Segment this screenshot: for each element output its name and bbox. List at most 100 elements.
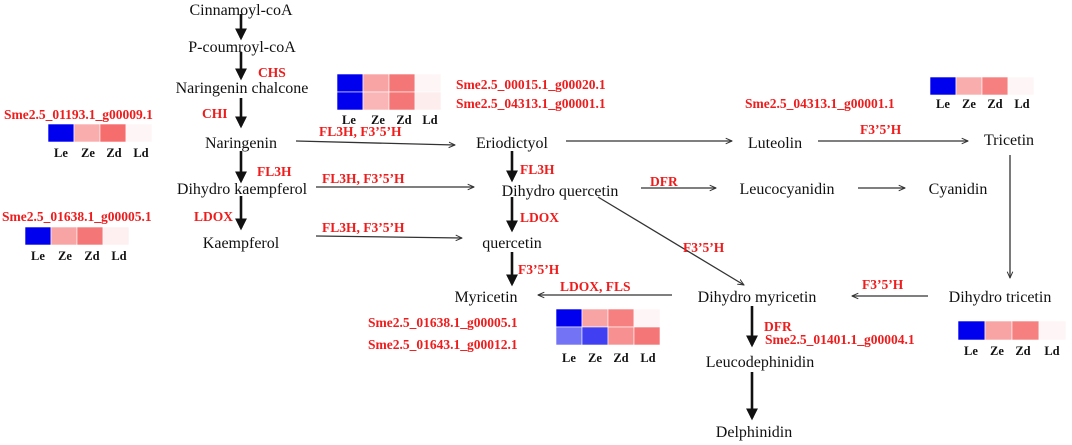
gene-01401: Sme2.5_01401.1_g00004.1 <box>765 332 915 347</box>
heatmap-col-label: Zd <box>1015 344 1030 358</box>
heatmap-cell-zd <box>607 326 635 346</box>
compounds: Cinnamoyl-coA P-coumroyl-coA Naringenin … <box>176 2 1052 441</box>
heatmap-cell-zd <box>981 76 1009 96</box>
compound-naringenin: Naringenin <box>205 135 277 152</box>
heatmap-col-label: Ze <box>371 113 385 127</box>
heatmap-cell-ze <box>362 73 390 93</box>
heatmap-col-label: Ld <box>1044 344 1059 358</box>
heatmap-cell-le <box>929 76 957 96</box>
gene-01638-bottom: Sme2.5_01638.1_g00005.1 <box>368 315 518 330</box>
enzyme-fl3h-left: FL3H <box>257 164 292 179</box>
heatmap-cell-ld <box>102 226 130 246</box>
heatmap-chs: Le Ze Zd Ld <box>336 73 442 127</box>
heatmap-cell-zd <box>607 308 635 328</box>
arrow-naringenin-to-eriodictyol <box>295 140 455 145</box>
enzyme-f35h-quercetin: F3’5’H <box>518 262 560 277</box>
enzyme-chi: CHI <box>202 106 228 121</box>
compound-leucodelphinidin: Leucodephinidin <box>706 354 814 371</box>
gene-01638-top: Sme2.5_01638.1_g00005.1 <box>2 209 152 224</box>
heatmap-col-label: Zd <box>84 249 99 263</box>
gene-04313-f35h: Sme2.5_04313.1_g00001.1 <box>745 96 895 111</box>
heatmap-chi-cells <box>47 123 153 143</box>
heatmap-cell-ze <box>73 123 101 143</box>
heatmap-cell-le <box>24 226 52 246</box>
gene-01193: Sme2.5_01193.1_g00009.1 <box>4 107 153 122</box>
heatmap-cell-ld <box>1038 320 1067 341</box>
heatmap-cell-zd <box>1011 320 1040 341</box>
compound-kaempferol: Kaempferol <box>203 235 280 252</box>
heatmap-cell-zd <box>388 91 416 111</box>
heatmap-cell-zd <box>388 73 416 93</box>
compound-cyanidin: Cyanidin <box>929 181 988 198</box>
compound-dihydro-quercetin: Dihydro quercetin <box>502 183 619 200</box>
heatmap-col-label: Ld <box>133 146 148 160</box>
compound-tricetin: Tricetin <box>984 132 1034 149</box>
compound-p-coumaroyl-coa: P-coumroyl-coA <box>188 39 296 56</box>
heatmap-cell-zd <box>76 226 104 246</box>
heatmap-cell-le <box>555 326 583 346</box>
gene-labels: Sme2.5_00015.1_g00020.1 Sme2.5_04313.1_g… <box>2 77 915 352</box>
heatmap-col-label: Le <box>54 146 68 160</box>
compound-dihydro-myricetin: Dihydro myricetin <box>698 289 817 306</box>
enzyme-ldox-left: LDOX <box>194 209 233 224</box>
heatmap-col-label: Le <box>936 97 950 111</box>
heatmap-cell-ze <box>50 226 78 246</box>
heatmap-cell-ze <box>581 308 609 328</box>
heatmap-col-label: Le <box>31 249 45 263</box>
enzyme-chs: CHS <box>258 65 286 80</box>
heatmap-col-label: Ze <box>81 146 95 160</box>
heatmap-ldox-fls: Le Ze Zd Ld <box>555 308 661 365</box>
heatmap-cell-ld <box>125 123 153 143</box>
heatmap-f35h-tricetin: Le Ze Zd Ld <box>929 76 1035 111</box>
arrow-kaempferol-to-quercetin <box>315 236 462 238</box>
heatmap-col-label: Ld <box>640 351 655 365</box>
heatmap-col-label: Ld <box>111 249 126 263</box>
heatmap-col-label: Le <box>342 113 356 127</box>
enzymes: CHS CHI FL3H FL3H, F3’5’H FL3H, F3’5’H F… <box>194 65 904 334</box>
heatmap-col-label: Le <box>562 351 576 365</box>
heatmap-ldox-top-cells <box>24 226 130 246</box>
enzyme-fl3h-f35h-2: FL3H, F3’5’H <box>322 171 405 186</box>
heatmap-cell-ld <box>633 308 661 328</box>
enzyme-dfr-top: DFR <box>650 174 678 189</box>
arrow-dihydroquercetin-to-dihydromyricetin <box>597 196 744 285</box>
heatmap-cell-ld <box>414 73 442 93</box>
enzyme-fl3h-f35h-1: FL3H, F3’5’H <box>319 124 402 139</box>
compound-myricetin: Myricetin <box>454 289 517 306</box>
heatmap-col-label: Ze <box>990 344 1004 358</box>
heatmap-cell-le <box>336 73 364 93</box>
heatmap-cell-ld <box>414 91 442 111</box>
compound-cinnamoyl-coa: Cinnamoyl-coA <box>189 2 293 19</box>
heatmap-cell-ze <box>984 320 1013 341</box>
heatmap-f35h-tricetin-cells <box>929 76 1035 96</box>
arrows <box>235 14 1010 421</box>
heatmap-cell-zd <box>99 123 127 143</box>
heatmap-ldox-top: Le Ze Zd Ld <box>24 226 130 263</box>
heatmap-cell-ze <box>362 91 390 111</box>
heatmap-col-label: Ze <box>58 249 72 263</box>
heatmap-cell-ld <box>633 326 661 346</box>
heatmap-cell-ld <box>1007 76 1035 96</box>
compound-luteolin: Luteolin <box>748 135 802 152</box>
compound-leucocyanidin: Leucocyanidin <box>739 181 834 198</box>
enzyme-ldox-fls: LDOX, FLS <box>560 279 631 294</box>
heatmap-col-label: Ld <box>422 113 437 127</box>
heatmap-col-label: Ld <box>1014 97 1029 111</box>
heatmap-dfr: Le Ze Zd Ld <box>957 320 1067 358</box>
enzyme-f35h-diag: F3’5’H <box>683 240 725 255</box>
compound-dihydro-tricetin: Dihydro tricetin <box>949 289 1052 306</box>
compound-naringenin-chalcone: Naringenin chalcone <box>176 80 309 97</box>
enzyme-f35h-dihydrotricetin: F3’5’H <box>862 277 904 292</box>
heatmap-col-label: Zd <box>987 97 1002 111</box>
enzyme-fl3h-mid: FL3H <box>520 162 555 177</box>
heatmap-ldox-fls-cells <box>555 308 661 346</box>
compound-delphinidin: Delphinidin <box>716 424 792 441</box>
compound-eriodictyol: Eriodictyol <box>476 135 549 152</box>
enzyme-ldox-mid: LDOX <box>520 210 559 225</box>
gene-00015: Sme2.5_00015.1_g00020.1 <box>456 77 606 92</box>
heatmap-col-label: Zd <box>396 113 411 127</box>
heatmap-col-label: Zd <box>106 146 121 160</box>
enzyme-fl3h-f35h-3: FL3H, F3’5’H <box>322 220 405 235</box>
